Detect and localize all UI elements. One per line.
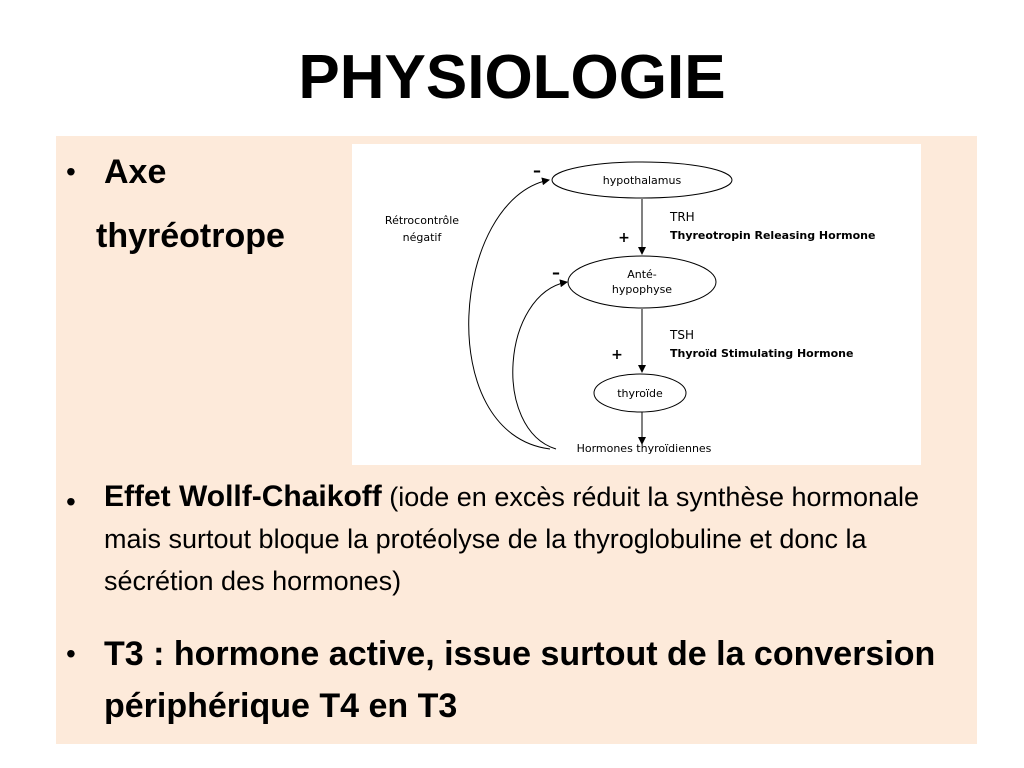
bullet-wolff-chaikoff-title: Effet Wollf-Chaikoff (104, 480, 382, 513)
bullet-dot: • (66, 486, 76, 517)
tsh-abbrev: TSH (669, 328, 694, 342)
diagram-svg: hypothalamus Anté- hypophyse thyroïde Ho… (385, 161, 876, 455)
feedback-arrow-inner (512, 279, 568, 450)
bullet-wolff-chaikoff: Effet Wollf-Chaikoff (iode en excès rédu… (104, 476, 964, 602)
bullet-axe-line1: Axe (104, 153, 167, 191)
trh-full: Thyreotropin Releasing Hormone (670, 229, 875, 242)
page-title: PHYSIOLOGIE (298, 43, 726, 112)
ante-hypophyse-node (567, 255, 717, 309)
bullet-wolff-chaikoff-text: (iode en excès réduit la synthèse hormon… (104, 482, 920, 596)
plus-sign-trh: + (618, 230, 630, 246)
plus-sign-tsh: + (611, 347, 623, 363)
thyroide-node (593, 373, 687, 413)
bullet-dot: • (66, 638, 76, 669)
hypothalamus-label: hypothalamus (603, 174, 682, 187)
thyrotropic-axis-diagram: hypothalamus Anté- hypophyse thyroïde Ho… (352, 144, 921, 465)
trh-abbrev: TRH (669, 210, 695, 224)
thyroide-label: thyroïde (617, 387, 663, 400)
tsh-full: Thyroïd Stimulating Hormone (670, 347, 853, 360)
ante-hypophyse-label-1: Anté- (627, 268, 657, 281)
minus-sign-inner: – (552, 263, 560, 282)
feedback-label-2: négatif (403, 231, 443, 244)
hormones-label: Hormones thyroïdiennes (577, 442, 712, 455)
bullet-dot: • (66, 156, 76, 187)
bullet-axe-line2: thyréotrope (96, 217, 285, 255)
minus-sign-outer: – (533, 161, 541, 180)
bullet-t3: T3 : hormone active, issue surtout de la… (104, 635, 936, 725)
feedback-arrow-outer (468, 177, 551, 450)
hypothalamus-node (551, 161, 733, 199)
ante-hypophyse-label-2: hypophyse (612, 283, 672, 296)
feedback-label-1: Rétrocontrôle (385, 214, 459, 227)
